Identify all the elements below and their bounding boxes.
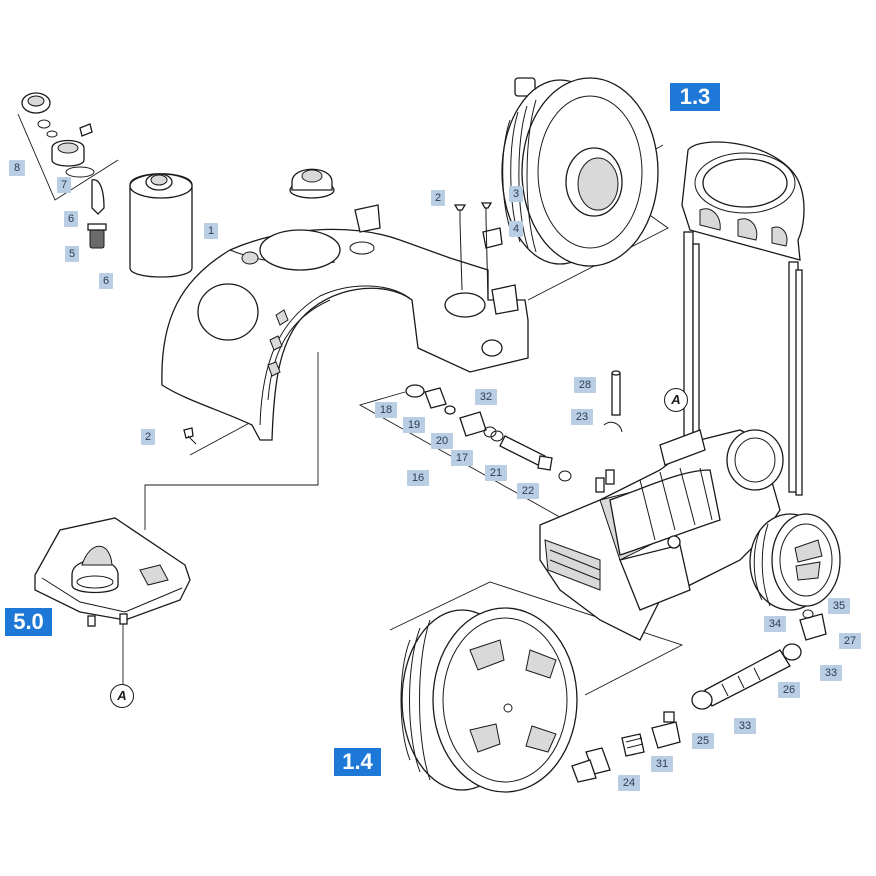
callout-24: 24 bbox=[618, 775, 640, 791]
callout-27: 27 bbox=[839, 633, 861, 649]
housing-1 bbox=[161, 204, 529, 441]
callout-6: 6 bbox=[99, 273, 113, 289]
callout-8: 7 bbox=[57, 177, 71, 193]
callout-33-right: 33 bbox=[820, 665, 842, 681]
callout-32: 32 bbox=[475, 389, 497, 405]
callout-25: 25 bbox=[692, 733, 714, 749]
housing-cap bbox=[289, 168, 335, 199]
callout-26: 26 bbox=[778, 682, 800, 698]
handle-frame bbox=[681, 141, 805, 496]
cover-5-0 bbox=[34, 517, 191, 627]
callout-33-lower: 33 bbox=[734, 718, 756, 734]
wheel-right bbox=[749, 513, 841, 611]
callout-7: 6 bbox=[64, 211, 78, 227]
callout-2-top: 2 bbox=[431, 190, 445, 206]
callout-9: 8 bbox=[9, 160, 25, 176]
callout-1: 1 bbox=[204, 223, 218, 239]
assembly-label-5-0: 5.0 bbox=[5, 608, 52, 636]
callout-28: 28 bbox=[574, 377, 596, 393]
connector-marker-bottom: A bbox=[110, 684, 134, 708]
callout-35: 35 bbox=[828, 598, 850, 614]
callout-31: 31 bbox=[651, 756, 673, 772]
pipe-fittings bbox=[405, 384, 572, 482]
hose-fittings bbox=[571, 609, 827, 783]
callout-5: 5 bbox=[65, 246, 79, 262]
connector-marker-top: A bbox=[664, 388, 688, 412]
callout-20: 20 bbox=[431, 433, 453, 449]
pump-motor bbox=[539, 429, 784, 641]
callout-34: 34 bbox=[764, 616, 786, 632]
callout-16: 16 bbox=[407, 470, 429, 486]
callout-17: 17 bbox=[451, 450, 473, 466]
wheel-1-3 bbox=[501, 77, 659, 267]
callout-4: 4 bbox=[509, 221, 523, 237]
screws-and-clips bbox=[183, 202, 503, 445]
callout-3: 3 bbox=[509, 186, 523, 202]
callout-21: 21 bbox=[485, 465, 507, 481]
callout-2-left: 2 bbox=[141, 429, 155, 445]
assembly-label-1-4: 1.4 bbox=[334, 748, 381, 776]
callout-23: 23 bbox=[571, 409, 593, 425]
callout-19: 19 bbox=[403, 417, 425, 433]
wheel-1-4 bbox=[400, 607, 578, 793]
callout-18: 18 bbox=[375, 402, 397, 418]
assembly-label-1-3: 1.3 bbox=[670, 83, 720, 111]
detergent-tank-6 bbox=[129, 173, 193, 278]
callout-22: 22 bbox=[517, 483, 539, 499]
pin-and-clip bbox=[603, 370, 623, 433]
filter-parts bbox=[87, 179, 107, 249]
valve-assembly-8-9 bbox=[21, 92, 95, 178]
